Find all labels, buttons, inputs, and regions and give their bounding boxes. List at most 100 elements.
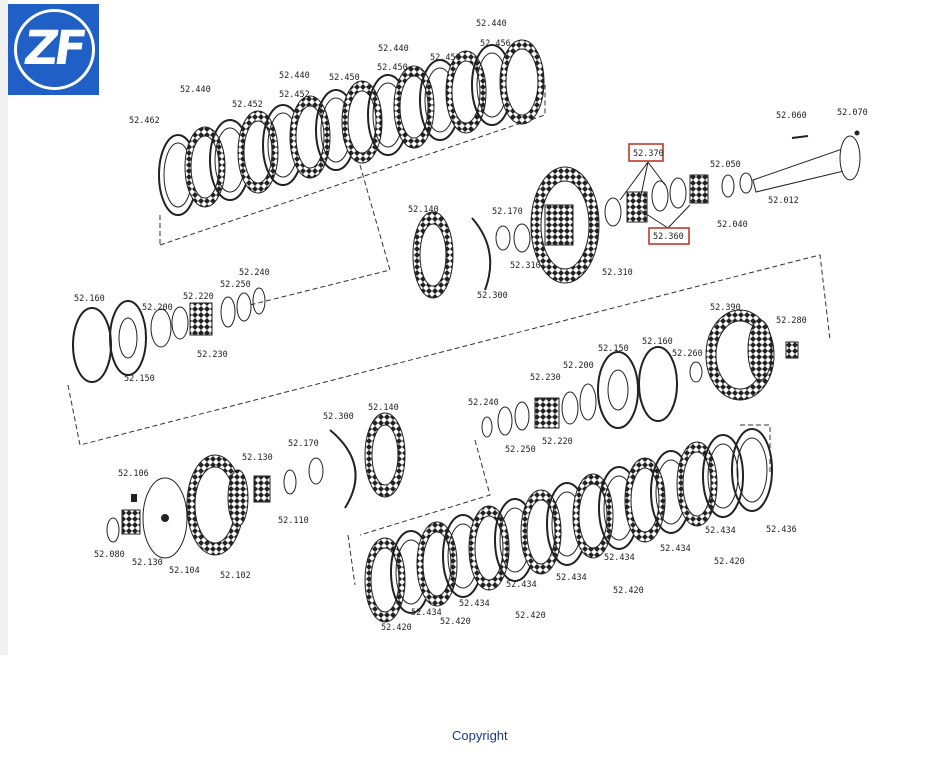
needle-bearing — [626, 191, 648, 223]
piston — [109, 300, 147, 376]
needle-bearing — [689, 174, 709, 204]
part-label[interactable]: 52.040 — [717, 220, 748, 230]
assembly-line — [249, 164, 391, 306]
part-label[interactable]: 52.060 — [776, 111, 807, 121]
part-label[interactable]: 52.220 — [183, 292, 214, 302]
bolt — [131, 494, 137, 502]
part-label[interactable]: 52.280 — [776, 316, 807, 326]
part-label[interactable]: 52.140 — [368, 403, 399, 413]
clutch-disc — [416, 521, 458, 607]
left-piston-assembly — [72, 287, 266, 383]
part-label[interactable]: 52.434 — [705, 526, 736, 536]
part-label[interactable]: 52.452 — [232, 100, 263, 110]
part-label[interactable]: 52.230 — [197, 350, 228, 360]
clutch-disc — [445, 50, 487, 134]
part-label[interactable]: 52.450 — [329, 73, 360, 83]
part-label[interactable]: 52.160 — [642, 337, 673, 347]
part-label[interactable]: 52.420 — [714, 557, 745, 567]
bearing — [689, 361, 703, 383]
spring-pack — [534, 397, 560, 429]
copyright-link[interactable]: Copyright — [452, 728, 508, 743]
part-label[interactable]: 52.420 — [381, 623, 412, 633]
part-label[interactable]: 52.230 — [530, 373, 561, 383]
part-label[interactable]: 52.104 — [169, 566, 200, 576]
part-label[interactable]: 52.070 — [837, 108, 868, 118]
part-label-highlighted[interactable]: 52.370 — [633, 149, 664, 159]
part-label[interactable]: 52.440 — [279, 71, 310, 81]
circlip — [252, 287, 266, 315]
flange-hole — [161, 514, 169, 522]
piston — [597, 351, 639, 429]
spacer-ring — [604, 197, 622, 227]
part-label[interactable]: 52.420 — [440, 617, 471, 627]
part-label[interactable]: 52.440 — [378, 44, 409, 54]
part-label[interactable]: 52.420 — [515, 611, 546, 621]
part-label[interactable]: 52.260 — [672, 349, 703, 359]
part-label[interactable]: 52.434 — [660, 544, 691, 554]
part-label[interactable]: 52.250 — [220, 280, 251, 290]
part-label[interactable]: 52.434 — [604, 553, 635, 563]
part-label[interactable]: 52.462 — [129, 116, 160, 126]
part-label[interactable]: 52.130 — [242, 453, 273, 463]
part-label[interactable]: 52.420 — [613, 586, 644, 596]
part-label[interactable]: 52.160 — [74, 294, 105, 304]
part-label[interactable]: 52.434 — [556, 573, 587, 583]
part-label[interactable]: 52.434 — [459, 599, 490, 609]
clutch-disc — [520, 489, 562, 575]
clutch-disc — [702, 434, 744, 518]
clutch-disc — [572, 473, 614, 559]
part-label[interactable]: 52.434 — [506, 580, 537, 590]
part-label-highlighted[interactable]: 52.360 — [653, 232, 684, 242]
bearing — [785, 341, 799, 359]
part-label[interactable]: 52.452 — [279, 90, 310, 100]
part-label[interactable]: 52.440 — [476, 19, 507, 29]
part-label[interactable]: 52.456 — [480, 39, 511, 49]
part-label[interactable]: 52.450 — [430, 53, 461, 63]
part-label[interactable]: 52.300 — [477, 291, 508, 301]
part-label[interactable]: 52.102 — [220, 571, 251, 581]
part-label[interactable]: 52.170 — [288, 439, 319, 449]
washer — [495, 225, 511, 251]
scrollbar-track[interactable] — [0, 0, 8, 655]
part-label[interactable]: 52.110 — [278, 516, 309, 526]
part-label[interactable]: 52.434 — [411, 608, 442, 618]
part-label[interactable]: 52.012 — [768, 196, 799, 206]
part-label[interactable]: 52.200 — [142, 303, 173, 313]
part-label[interactable]: 52.310 — [510, 261, 541, 271]
part-label[interactable]: 52.106 — [118, 469, 149, 479]
retainer — [220, 296, 236, 328]
seal-ring — [638, 346, 678, 422]
clutch-disc — [364, 537, 406, 623]
snap-ring — [329, 429, 357, 509]
clutch-disc — [676, 441, 718, 527]
seal-ring — [72, 307, 112, 383]
part-label[interactable]: 52.440 — [180, 85, 211, 95]
snap-ring — [471, 217, 492, 291]
retainer — [497, 406, 513, 436]
bearing — [253, 475, 271, 503]
part-label[interactable]: 52.140 — [408, 205, 439, 215]
piston-hub — [607, 369, 629, 411]
part-label[interactable]: 52.450 — [377, 63, 408, 73]
part-label[interactable]: 52.130 — [132, 558, 163, 568]
part-label[interactable]: 52.050 — [710, 160, 741, 170]
gear-disc — [412, 211, 454, 299]
part-label[interactable]: 52.220 — [542, 437, 573, 447]
part-label[interactable]: 52.170 — [492, 207, 523, 217]
spring-pack — [189, 302, 213, 336]
part-label[interactable]: 52.200 — [563, 361, 594, 371]
part-label[interactable]: 52.240 — [468, 398, 499, 408]
part-label[interactable]: 52.310 — [602, 268, 633, 278]
part-label[interactable]: 52.150 — [124, 374, 155, 384]
part-label[interactable]: 52.240 — [239, 268, 270, 278]
part-label[interactable]: 52.150 — [598, 344, 629, 354]
retainer — [514, 401, 530, 431]
part-label[interactable]: 52.250 — [505, 445, 536, 455]
part-label[interactable]: 52.080 — [94, 550, 125, 560]
part-label[interactable]: 52.390 — [710, 303, 741, 313]
part-label[interactable]: 52.436 — [766, 525, 797, 535]
part-label[interactable]: 52.300 — [323, 412, 354, 422]
shaft-flange — [839, 135, 861, 181]
zf-logo: ZF — [8, 4, 99, 95]
